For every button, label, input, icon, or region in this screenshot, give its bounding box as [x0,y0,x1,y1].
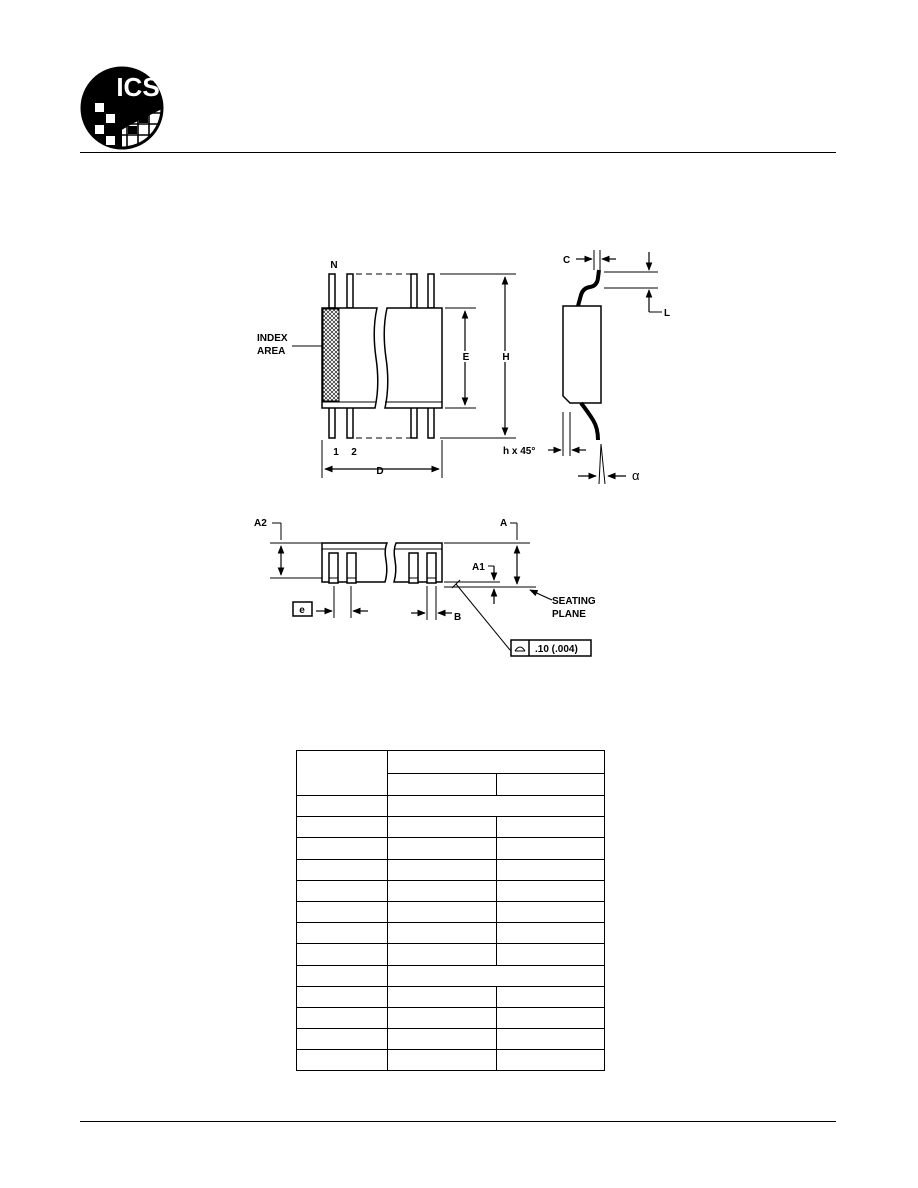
dim-h-label: H [502,352,509,363]
dim-b-label: B [454,612,461,623]
chamfer-label: h x 45° [503,446,535,457]
table-row [296,859,605,881]
table-cell [296,750,388,796]
table-cell [387,943,497,966]
dim-a2-label: A2 [254,518,267,529]
seating-plane-line2: PLANE [552,609,586,620]
table-cell [496,943,605,966]
package-outline-drawing: N INDEX AREA 1 2 D E H C L h x 45° [254,250,670,657]
table-cell [296,965,388,987]
table-row [296,922,605,945]
top-view [292,273,516,478]
table-cell [296,1049,388,1071]
table-cell [296,816,388,839]
table-cell [387,922,497,945]
table-cell [296,795,388,818]
pin-n-label: N [330,260,337,271]
table-cell [387,1028,497,1051]
dim-d-label: D [376,466,383,477]
table-cell [496,773,605,796]
tolerance-value: .10 (.004) [535,644,578,655]
index-label-line1: INDEX [257,333,288,344]
table-cell [387,965,605,987]
table-cell [496,986,605,1008]
table-row [296,965,605,987]
pin2-label: 2 [351,447,357,458]
table-cell [387,1007,497,1030]
table-cell [387,750,605,775]
table-cell [387,859,497,881]
table-cell [387,986,497,1008]
table-row [296,1007,605,1030]
table-row [296,880,605,902]
dim-a1-label: A1 [472,562,485,573]
table-cell [496,880,605,902]
table-cell [296,859,388,881]
table-row [296,943,605,966]
table-cell [387,773,497,796]
table-cell [296,901,388,924]
table-row [296,837,605,860]
table-row [296,901,605,924]
table-row [296,1049,605,1071]
table-row [296,750,605,796]
dimension-table [296,750,605,1072]
table-cell [496,859,605,881]
table-cell [296,1007,388,1030]
table-cell [496,901,605,924]
dim-e-label: E [463,352,470,363]
index-label-line2: AREA [257,346,285,357]
footer-rule [80,1121,836,1122]
side-view [548,250,662,485]
table-cell [496,922,605,945]
table-row [296,1028,605,1051]
seating-plane-line1: SEATING [552,596,596,607]
table-cell [296,986,388,1008]
table-cell [387,1049,497,1071]
logo-text: ICS [116,72,159,102]
table-cell [496,837,605,860]
table-cell [296,880,388,902]
table-cell [296,922,388,945]
table-row [297,773,605,796]
ics-logo: ICS [80,66,164,150]
table-cell [387,816,497,839]
table-cell [496,816,605,839]
table-cell [387,837,497,860]
header-rule [80,152,836,153]
table-cell [387,901,497,924]
table-row [296,986,605,1008]
dim-a-label: A [500,518,507,529]
table-cell [296,837,388,860]
table-cell [296,943,388,966]
table-cell [296,1028,388,1051]
table-cell [496,1007,605,1030]
angle-alpha-label: α [632,468,640,483]
pin1-label: 1 [333,447,339,458]
table-row [296,816,605,839]
table-cell [387,795,605,818]
table-row [296,795,605,818]
table-cell [387,880,497,902]
dim-e-boxed-label: e [299,605,305,616]
dim-l-label: L [664,308,670,319]
table-cell [496,1050,605,1071]
front-view [270,522,592,657]
dim-c-label: C [563,255,570,266]
table-cell [496,1028,605,1051]
